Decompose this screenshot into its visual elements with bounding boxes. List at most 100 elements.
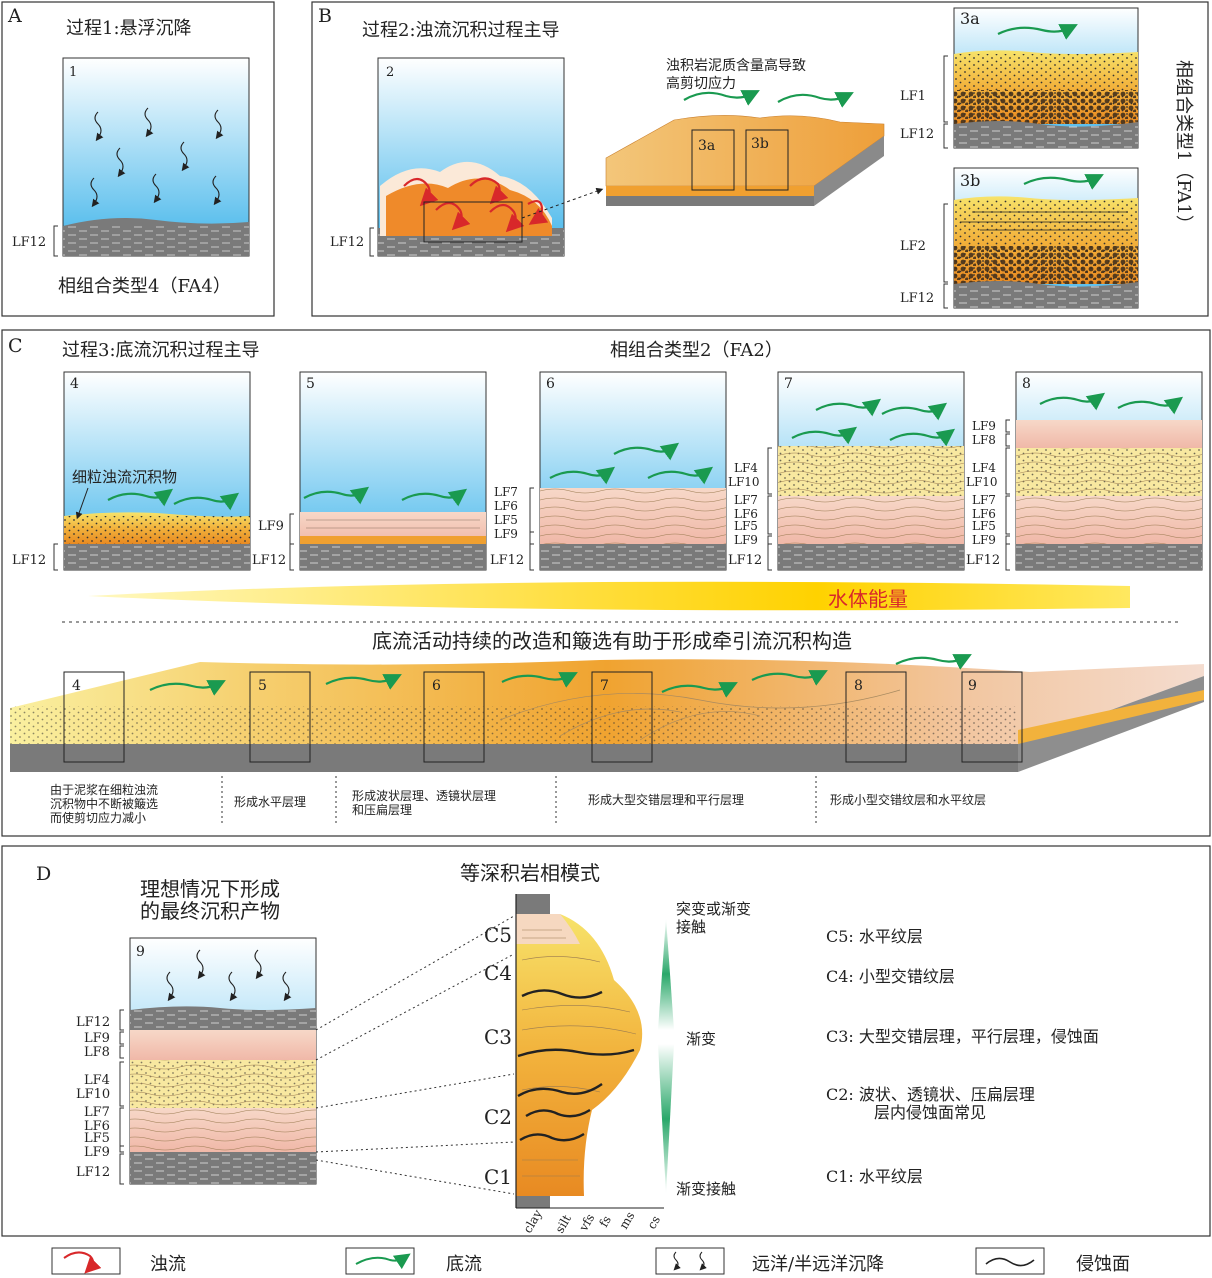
panel-c: C 过程3:底流沉积过程主导 相组合类型2（FA2） 4 细粒浊流沉积物 LF1…	[1, 329, 1211, 837]
legend-bottom-current: 底流	[446, 1254, 482, 1275]
c5-desc: C5: 水平纹层	[826, 927, 923, 946]
panel-d-letter: D	[36, 863, 51, 885]
lf5-label-c7: LF5	[734, 519, 758, 533]
box-8-number: 8	[1022, 376, 1031, 392]
box-2-number: 2	[386, 65, 394, 80]
erosion-surfaces	[517, 989, 635, 1142]
fa2-label: 相组合类型2（FA2）	[610, 340, 783, 361]
d-lf-8: LF9	[84, 1145, 110, 1160]
legend-erosion: 侵蚀面	[1076, 1254, 1130, 1275]
long-box-5: 5	[258, 678, 267, 694]
contact-top-line2: 接触	[676, 918, 706, 936]
bottom-current-icon	[355, 1253, 411, 1270]
lf12-label-3b: LF12	[900, 291, 934, 306]
shear-note-line1: 浊积岩泥质含量高导致	[666, 57, 806, 74]
d-lf-0: LF12	[76, 1015, 110, 1030]
energy-label: 水体能量	[828, 587, 908, 611]
box-4-number: 4	[70, 376, 79, 392]
lf7-label-c6: LF7	[494, 485, 518, 499]
panel-b: B 过程2:浊流沉积过程主导 2 LF12 浊积岩泥质含量高导致 高剪切应力	[311, 1, 1209, 317]
long-box-4: 4	[72, 678, 81, 694]
rework-caption: 底流活动持续的改造和簸选有助于形成牵引流沉积构造	[372, 629, 852, 653]
d-lf-2: LF8	[84, 1045, 110, 1060]
lf12-label-c7: LF12	[728, 553, 762, 568]
lf12-label-a: LF12	[12, 235, 46, 250]
lf4-label-c7: LF4	[734, 461, 758, 475]
box-1-number: 1	[69, 65, 77, 80]
long-box-9: 9	[968, 678, 977, 694]
c2-desc-line1: C2: 波状、透镜状、压扁层理	[826, 1085, 1035, 1104]
d-lf-3: LF4	[84, 1073, 110, 1088]
lf9-label-c6: LF9	[494, 527, 518, 541]
grain-cs: cs	[644, 1213, 663, 1231]
c1-desc: C1: 水平纹层	[826, 1167, 923, 1186]
turbidity-current-arrows	[403, 177, 549, 233]
panel-c-letter: C	[8, 335, 23, 357]
lf4-label-c8: LF4	[972, 461, 996, 475]
legend: 浊流 底流 远洋/半远洋沉降 侵蚀面	[51, 1247, 1130, 1275]
energy-arrow	[88, 581, 1130, 611]
erosion-surface-icon	[985, 1257, 1035, 1267]
panel-d-title-line1: 理想情况下形成	[140, 877, 280, 901]
desc-3-line2: 和压扁层理	[352, 803, 412, 817]
fa1-side-label: 相组合类型1（FA1）	[1173, 60, 1194, 233]
lf9-label-c5: LF9	[258, 519, 284, 534]
c3-desc: C3: 大型交错层理，平行层理，侵蚀面	[826, 1027, 1099, 1046]
settling-arrows	[90, 107, 224, 208]
block-label-3b: 3b	[751, 136, 769, 152]
lf9-label-c8: LF9	[972, 533, 996, 547]
d-lf-9: LF12	[76, 1165, 110, 1180]
long-box-6: 6	[432, 678, 441, 694]
lf12-label-c6: LF12	[490, 553, 524, 568]
legend-turbidity: 浊流	[150, 1254, 186, 1275]
bottom-current-arrows-b	[683, 90, 854, 108]
lf6-label-c6: LF6	[494, 499, 518, 513]
lf5-label-c6: LF5	[494, 513, 518, 527]
pelagic-settling-icon	[673, 1251, 707, 1271]
box-3a-number: 3a	[960, 9, 980, 28]
shear-note-line2: 高剪切应力	[666, 75, 736, 92]
contact-top-line1: 突变或渐变	[676, 900, 751, 918]
long-box-8: 8	[854, 678, 863, 694]
facies-model-title: 等深积岩相模式	[460, 861, 600, 885]
desc-5: 形成小型交错纹层和水平纹层	[830, 792, 986, 807]
c1-label: C1	[484, 1165, 512, 1189]
lf12-label-c8: LF12	[966, 553, 1000, 568]
panel-a-caption: 相组合类型4（FA4）	[58, 276, 231, 297]
box-6-number: 6	[546, 376, 555, 392]
c4-label: C4	[484, 961, 512, 985]
legend-pelagic: 远洋/半远洋沉降	[752, 1254, 884, 1275]
lf5-label-c8: LF5	[972, 519, 996, 533]
desc-4: 形成大型交错层理和平行层理	[588, 792, 744, 807]
lf9-label-c7: LF9	[734, 533, 758, 547]
d-lf-4: LF10	[76, 1087, 110, 1102]
c3-label: C3	[484, 1025, 512, 1049]
d-lf-6: LF6	[84, 1119, 110, 1134]
lf6-label-c8: LF6	[972, 507, 996, 521]
contact-bottom: 渐变接触	[676, 1180, 736, 1198]
panel-a-letter: A	[7, 5, 22, 27]
d-lf-7: LF5	[84, 1131, 110, 1146]
lf1-label: LF1	[900, 89, 926, 104]
lf8-label-c8: LF8	[972, 433, 996, 447]
lf6-label-c7: LF6	[734, 507, 758, 521]
panel-c-title: 过程3:底流沉积过程主导	[62, 340, 260, 361]
long-bottom-current-arrows	[149, 654, 972, 698]
fine-turbidite-label: 细粒浊流沉积物	[72, 468, 177, 486]
box-5-number: 5	[306, 376, 315, 392]
lf12-label-3a: LF12	[900, 127, 934, 142]
lf10-label-c8: LF10	[966, 475, 998, 489]
panel-d-title-line2: 的最终沉积产物	[140, 899, 280, 923]
long-box-7: 7	[600, 678, 609, 694]
lf12-label-c4: LF12	[12, 553, 46, 568]
lf2-label: LF2	[900, 239, 926, 254]
panel-b-title: 过程2:浊流沉积过程主导	[362, 20, 560, 41]
c2-label: C2	[484, 1105, 512, 1129]
lf12-label-b: LF12	[330, 235, 364, 250]
gradational-label: 渐变	[686, 1030, 716, 1048]
lf10-label-c7: LF10	[728, 475, 760, 489]
box-7-number: 7	[784, 376, 793, 392]
lf7-label-c8: LF7	[972, 493, 996, 507]
d-lf-1: LF9	[84, 1031, 110, 1046]
